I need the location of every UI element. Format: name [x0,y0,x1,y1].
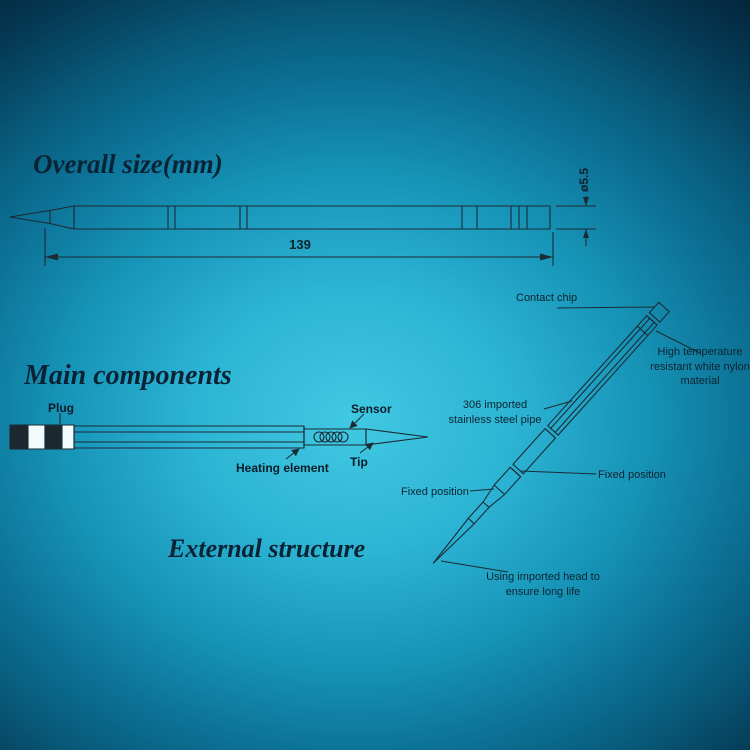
plug-stripe-light [28,425,45,449]
rod-segment-ticks [168,206,527,229]
contact-chip-leader [557,307,654,308]
tip-cone [50,206,74,229]
tip-point [10,211,50,224]
steel-pipe-callout: 306 imported stainless steel pipe [448,399,542,426]
overall-size-heading: Overall size(mm) [33,149,223,179]
contact-chip-part [649,302,669,322]
nylon-body [548,316,657,435]
steel-pipe-section [513,429,556,474]
fixed-position-lower-leader [470,489,494,491]
fixed-position-upper-leader [521,471,596,474]
heating-element-label: Heating element [236,461,329,475]
external-structure-drawing [428,302,669,568]
taper [481,485,505,509]
diameter-dimension-label: ø5.5 [577,168,591,193]
length-dimension-label: 139 [289,237,311,252]
main-components-drawing [10,413,428,459]
main-components-heading: Main components [24,360,232,391]
overall-size-drawing [10,206,550,229]
steel-pipe-leader [544,401,572,409]
callout-leader-lines [441,307,700,572]
length-dimension [45,228,553,266]
tip-cone [366,429,428,445]
plug-stripe-dark [10,425,28,449]
external-structure-heading: External structure [168,534,366,563]
heating-element-arrow [286,448,300,459]
fixed-position-upper-callout: Fixed position [598,469,666,481]
tip-arrow [360,442,374,453]
sensor-coil [314,432,348,442]
nylon-material-callout: High temperature resistant white nylon m… [650,346,750,388]
sensor-housing [304,429,366,445]
rod-body [74,206,550,229]
imported-head-leader [441,561,508,572]
sensor-label: Sensor [351,402,392,416]
contact-chip-callout: Contact chip [516,292,578,304]
plug-stripe-light [62,425,74,449]
nylon-leader [656,331,700,353]
neck [468,502,489,524]
handle-tube [74,426,304,448]
point-cone [430,518,474,566]
imported-head-callout: Using imported head to ensure long life [486,571,600,598]
fixed-section [494,467,520,494]
plug-label: Plug [48,401,74,415]
fixed-position-lower-callout: Fixed position [401,486,469,498]
sensor-arrow [349,414,364,429]
plug-stripe-dark [45,425,62,449]
diameter-dimension [556,196,596,246]
tip-label: Tip [350,455,368,469]
